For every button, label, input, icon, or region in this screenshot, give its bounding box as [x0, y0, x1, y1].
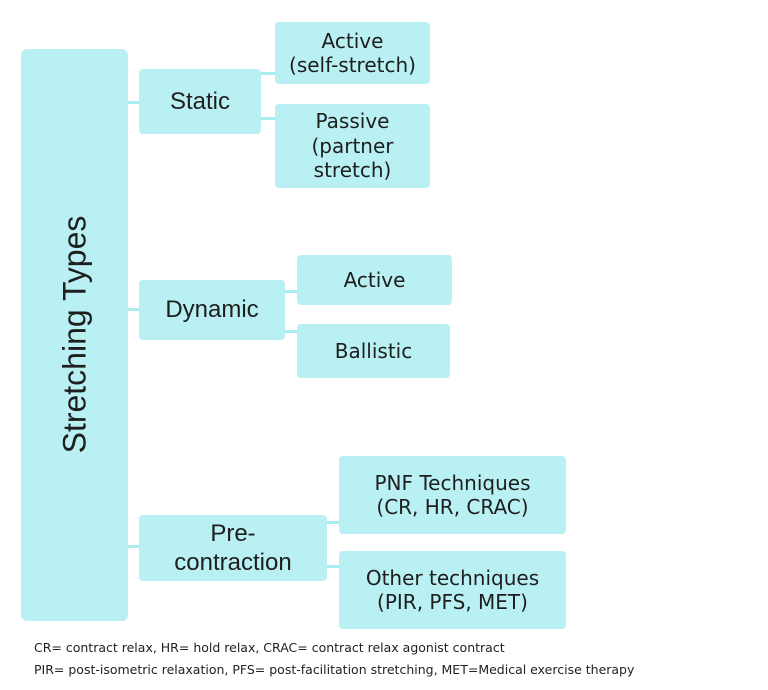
category-precontraction-node: Pre- contraction [139, 515, 327, 581]
category-dynamic-node: Dynamic [139, 280, 285, 340]
dynamic-ballistic-node: Ballistic [297, 324, 450, 378]
footnote-abbreviations-2: PIR= post-isometric relaxation, PFS= pos… [34, 662, 635, 677]
root-label: Stretching Types [55, 216, 92, 454]
connector-root-static [128, 101, 139, 104]
pnf-techniques-label: PNF Techniques (CR, HR, CRAC) [374, 470, 531, 519]
other-techniques-node: Other techniques (PIR, PFS, MET) [339, 551, 566, 629]
connector-root-precontraction [128, 545, 139, 548]
category-static-node: Static [139, 69, 261, 134]
static-active-label: Active (self-stretch) [289, 28, 416, 77]
dynamic-ballistic-label: Ballistic [334, 338, 413, 363]
static-passive-label: Passive (partner stretch) [311, 109, 394, 183]
dynamic-active-label: Active [343, 267, 406, 292]
footnote-abbreviations-1: CR= contract relax, HR= hold relax, CRAC… [34, 640, 505, 655]
category-static-label: Static [169, 87, 231, 115]
connector-precontraction-other [327, 565, 339, 568]
connector-dynamic-ballistic [285, 330, 297, 333]
category-precontraction-label: Pre- contraction [174, 519, 292, 576]
connector-static-active [261, 72, 275, 75]
connector-dynamic-active [285, 290, 297, 293]
category-dynamic-label: Dynamic [165, 296, 259, 324]
connector-static-passive [261, 117, 275, 120]
other-techniques-label: Other techniques (PIR, PFS, MET) [365, 565, 540, 614]
connector-root-dynamic [128, 308, 139, 311]
pnf-techniques-node: PNF Techniques (CR, HR, CRAC) [339, 456, 566, 534]
root-node: Stretching Types [21, 49, 128, 621]
static-passive-node: Passive (partner stretch) [275, 104, 430, 188]
dynamic-active-node: Active [297, 255, 452, 305]
connector-precontraction-pnf [327, 521, 339, 524]
static-active-node: Active (self-stretch) [275, 22, 430, 84]
